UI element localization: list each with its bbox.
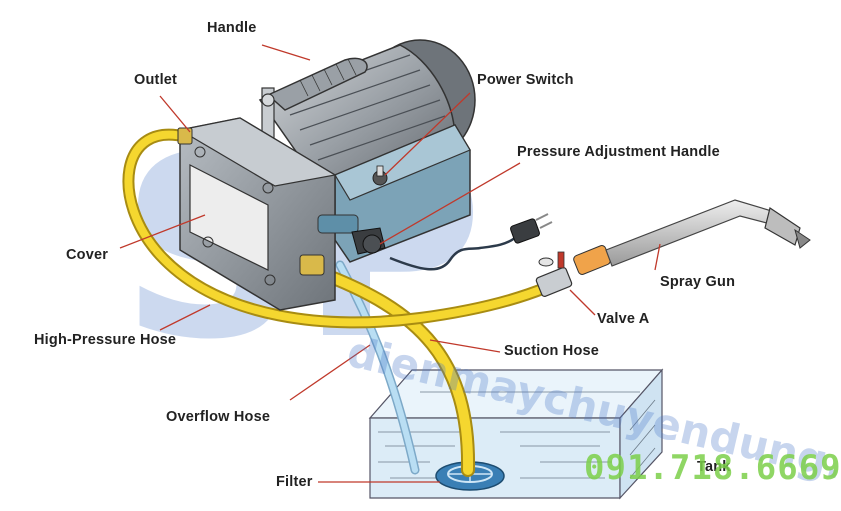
spray-gun — [605, 199, 811, 267]
tank — [368, 368, 664, 500]
leader-cover — [119, 214, 206, 249]
label-tank: Tank — [697, 459, 731, 475]
label-power-switch: Power Switch — [477, 72, 574, 88]
leader-power-switch — [384, 92, 471, 176]
leader-pressure-adjustment — [379, 162, 521, 245]
label-cover: Cover — [66, 247, 109, 263]
label-filter: Filter — [276, 474, 313, 490]
pressure-adjustment-knob — [351, 227, 386, 255]
leader-spray-gun — [654, 243, 661, 271]
watermark-phone: 091.718.6669 — [584, 448, 841, 488]
label-valve-a: Valve A — [597, 311, 650, 327]
leader-high-pressure-hose — [159, 304, 211, 331]
label-pressure-adjustment-handle: Pressure Adjustment Handle — [517, 144, 720, 160]
label-suction-hose: Suction Hose — [504, 343, 600, 359]
label-overflow-hose: Overflow Hose — [166, 409, 271, 425]
leader-handle — [261, 44, 311, 61]
label-handle: Handle — [207, 20, 257, 36]
leader-overflow-hose — [289, 344, 371, 401]
pump-head — [177, 117, 359, 311]
label-spray-gun: Spray Gun — [660, 274, 736, 290]
valve-a — [535, 245, 611, 297]
label-outlet: Outlet — [134, 72, 178, 88]
power-cord — [389, 213, 553, 271]
leader-outlet — [159, 95, 191, 133]
leader-lines — [119, 44, 661, 483]
label-high-pressure-hose: High-Pressure Hose — [34, 332, 177, 348]
leader-suction-hose — [429, 339, 501, 353]
leader-valve-a — [569, 289, 596, 316]
